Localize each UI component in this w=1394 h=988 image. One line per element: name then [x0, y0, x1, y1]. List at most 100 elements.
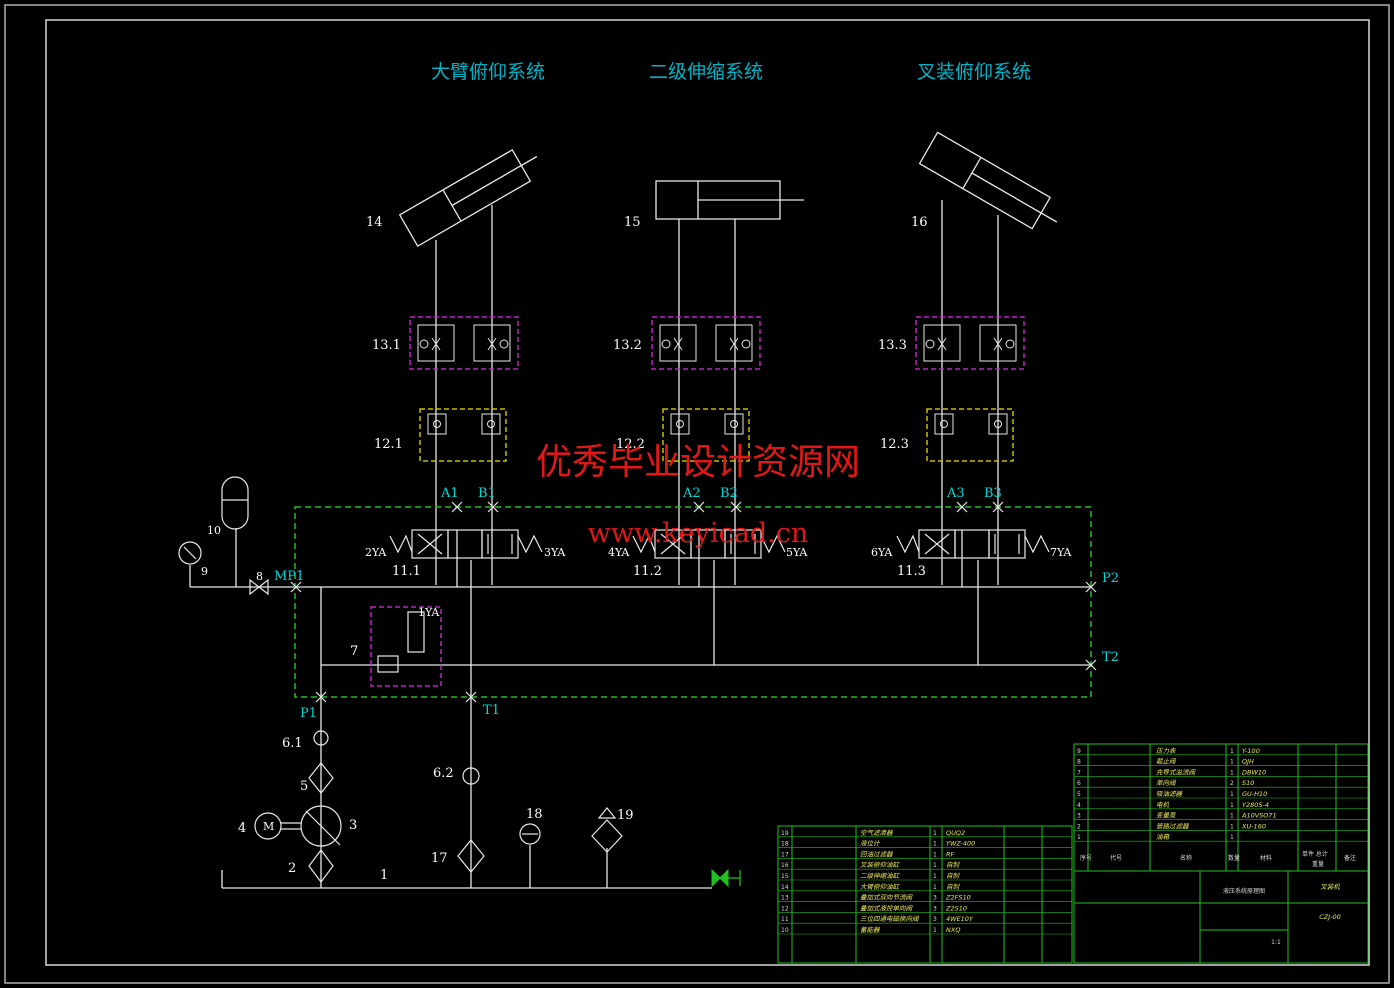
air-breather-19 — [591, 819, 623, 853]
label-7ya: 7YA — [1050, 546, 1072, 559]
lower-row-cell-qty: 1 — [933, 841, 937, 848]
upper-row-cell-name: 压力表 — [1156, 747, 1177, 755]
label-9: 9 — [201, 565, 208, 578]
upper-row-cell-no: 3 — [1077, 813, 1081, 820]
level-gauge-18 — [519, 823, 541, 845]
label-5: 5 — [300, 779, 308, 794]
upper-row-cell-qty: 1 — [1230, 802, 1234, 809]
directional-valve-11-1 — [389, 529, 543, 559]
label-18: 18 — [526, 807, 543, 822]
label-6-2: 6.2 — [433, 766, 454, 781]
port-b2: B2 — [720, 486, 738, 501]
label-11-1: 11.1 — [392, 564, 421, 579]
label-10: 10 — [207, 524, 221, 537]
label-2: 2 — [288, 861, 296, 876]
lower-row-cell-no: 15 — [781, 873, 789, 880]
port-t1: T1 — [483, 703, 500, 718]
upper-row-cell-qty: 1 — [1230, 769, 1234, 776]
check-valve-12-1 — [419, 408, 507, 462]
directional-valve-11-2 — [632, 529, 786, 559]
upper-row-cell-qty: 1 — [1230, 748, 1234, 755]
lower-row-cell-no: 19 — [781, 830, 789, 837]
upper-row-cell-qty: 1 — [1230, 823, 1234, 830]
label-16: 16 — [911, 215, 928, 230]
upper-row-cell-no: 2 — [1077, 823, 1081, 830]
watermark-title: 优秀毕业设计资源网 — [536, 442, 860, 483]
upper-row-cell-no: 7 — [1077, 769, 1081, 776]
check-valve-12-3 — [926, 408, 1014, 462]
cylinder-15 — [655, 180, 804, 220]
upper-row-cell-spec: DBW10 — [1242, 768, 1266, 776]
relief-valve-7 — [370, 606, 442, 687]
lower-row-cell-spec: 自制 — [946, 883, 961, 891]
lower-row-cell-spec: YWZ-400 — [946, 840, 975, 848]
port-mp1: MP1 — [274, 569, 304, 584]
lower-row-cell-name: 大臂俯仰油缸 — [860, 883, 901, 891]
label-12-1: 12.1 — [374, 437, 403, 452]
label-2ya: 2YA — [365, 546, 387, 559]
outer-border — [4, 4, 1390, 984]
label-14: 14 — [366, 215, 383, 230]
lower-row-cell-no: 12 — [781, 905, 789, 912]
upper-row-cell-name: 单向阀 — [1156, 779, 1177, 787]
telescopic-system-title: 二级伸缩系统 — [649, 61, 763, 83]
upper-row-cell-spec: Y-100 — [1242, 747, 1260, 755]
lower-row-cell-qty: 3 — [933, 905, 937, 912]
label-7: 7 — [350, 644, 358, 659]
suction-filter-5 — [308, 762, 334, 794]
label-6-1: 6.1 — [282, 736, 303, 751]
cylinder-14 — [398, 149, 538, 247]
upper-row-cell-name: 吸油滤器 — [1156, 790, 1183, 798]
upper-row-cell-spec: QJH — [1242, 758, 1254, 766]
lower-row-cell-qty: 3 — [933, 895, 937, 902]
upper-row-cell-spec: Y280S-4 — [1242, 801, 1269, 809]
lower-row-cell-name: 三位四通电磁换向阀 — [860, 915, 920, 923]
lower-row-cell-no: 17 — [781, 851, 789, 858]
lower-row-cell-no: 18 — [781, 841, 789, 848]
check-valve-6-2 — [462, 767, 480, 785]
upper-row-cell-no: 4 — [1077, 802, 1081, 809]
lower-row-cell-no: 10 — [781, 927, 789, 934]
label-1: 1 — [380, 868, 388, 883]
header-weight: 单件 总计 — [1302, 850, 1328, 858]
lower-row-cell-name: 叠加式双向节流阀 — [860, 894, 914, 902]
header-wt: 重量 — [1312, 860, 1324, 868]
header-code: 代号 — [1110, 854, 1122, 862]
motor-label: M — [263, 820, 274, 833]
label-8: 8 — [256, 570, 263, 583]
header-name: 名称 — [1180, 854, 1192, 862]
lower-row-cell-name: 回油过滤器 — [860, 850, 893, 858]
upper-row-cell-qty: 1 — [1230, 759, 1234, 766]
watermark-url: www.keyicad.cn — [588, 518, 809, 549]
variable-pump-3 — [300, 805, 342, 847]
lower-row-cell-qty: 3 — [933, 916, 937, 923]
check-valve-6-1 — [313, 730, 329, 746]
valve-manifold — [294, 506, 1092, 698]
lower-row-cell-qty: 1 — [933, 851, 937, 858]
upper-row-cell-spec: S10 — [1242, 779, 1254, 787]
lower-row-cell-spec: Z2S10 — [945, 904, 967, 912]
label-12-3: 12.3 — [880, 437, 909, 452]
label-11-2: 11.2 — [633, 564, 662, 579]
label-11-3: 11.3 — [897, 564, 926, 579]
lower-row-cell-spec: 自制 — [946, 861, 961, 869]
cylinder-16 — [918, 131, 1058, 230]
port-t2: T2 — [1102, 650, 1119, 665]
boom-system-title: 大臂俯仰系统 — [431, 61, 545, 83]
lower-row-cell-qty: 1 — [933, 873, 937, 880]
sheet-title: 液压系统原理图 — [1223, 887, 1265, 895]
lower-row-cell-name: 蓄能器 — [860, 926, 880, 934]
header-no: 序号 — [1080, 854, 1092, 862]
upper-row-cell-name: 管路过滤器 — [1156, 822, 1189, 830]
lower-row-cell-no: 11 — [781, 916, 789, 923]
header-material: 材料 — [1260, 854, 1272, 862]
header-note: 备注 — [1344, 854, 1356, 862]
label-4: 4 — [238, 821, 246, 836]
label-1ya: 1YA — [418, 606, 440, 619]
line-filter-2 — [308, 849, 334, 883]
upper-row-cell-name: 先导式溢流阀 — [1156, 768, 1197, 776]
upper-row-cell-qty: 1 — [1230, 791, 1234, 798]
lower-row-cell-qty: 1 — [933, 862, 937, 869]
